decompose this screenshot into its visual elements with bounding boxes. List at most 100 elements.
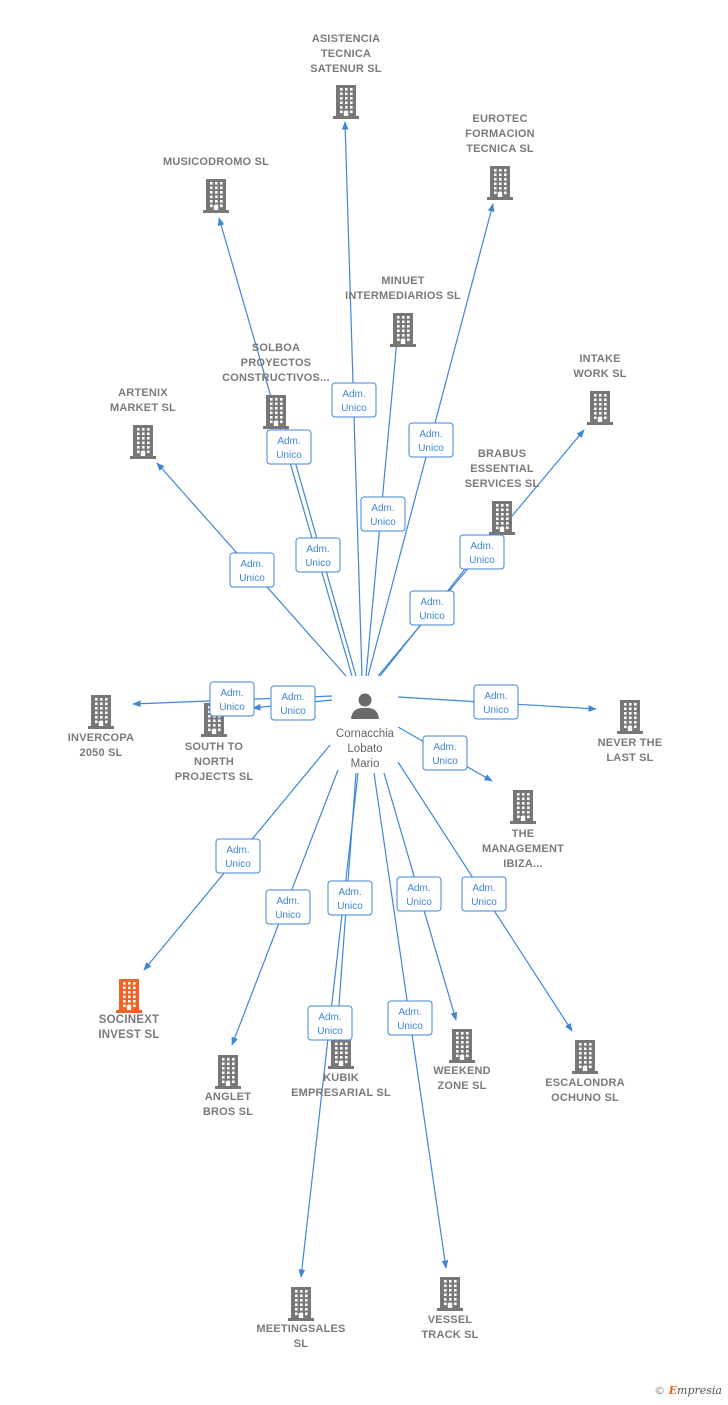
relation-badge-text: Unico	[418, 443, 444, 454]
company-label-line: MARKET SL	[110, 402, 176, 414]
company-label-line: SATENUR SL	[310, 63, 382, 75]
company-label-line: MINUET	[381, 275, 424, 287]
company-node-management[interactable]: THEMANAGEMENTIBIZA...	[482, 790, 564, 870]
relation-badge-asistencia[interactable]: Adm.Unico	[331, 382, 377, 418]
company-node-artenix[interactable]: ARTENIX MARKET SL	[110, 387, 176, 459]
building-icon	[617, 700, 643, 734]
company-label-line: TECNICA SL	[466, 143, 534, 155]
company-node-solboa[interactable]: SOLBOAPROYECTOSCONSTRUCTIVOS...	[222, 342, 330, 429]
company-node-asistencia[interactable]: ASISTENCIA TECNICA SATENUR SL	[310, 33, 382, 119]
relation-badge-text: Adm.	[306, 544, 329, 555]
relation-badge-text: Adm.	[277, 436, 300, 447]
relation-badge-text: Adm.	[342, 389, 365, 400]
company-node-weekend[interactable]: WEEKEND ZONE SL	[433, 1029, 491, 1092]
building-icon	[263, 395, 289, 429]
relation-badge-text: Adm.	[220, 688, 243, 699]
company-label-line: ASISTENCIA	[312, 33, 381, 45]
building-icon	[449, 1029, 475, 1063]
relation-badge-text: Unico	[397, 1021, 423, 1032]
relation-badge-text: Unico	[317, 1026, 343, 1037]
relation-badge-socinext[interactable]: Adm.Unico	[215, 838, 261, 874]
company-label-line: PROJECTS SL	[175, 771, 254, 783]
company-node-anglet[interactable]: ANGLET BROS SL	[203, 1055, 253, 1118]
building-icon	[116, 979, 142, 1013]
building-icon	[572, 1040, 598, 1074]
company-label-line: BROS SL	[203, 1106, 253, 1118]
company-label-line: MEETINGSALES	[256, 1323, 345, 1335]
relation-badge-text: Unico	[370, 517, 396, 528]
company-label-line: INVERCOPA	[68, 732, 134, 744]
company-label-line: ESCALONDRA	[545, 1077, 625, 1089]
company-label-line: TECNICA	[321, 48, 371, 60]
building-icon	[587, 391, 613, 425]
relation-badge-text: Unico	[337, 901, 363, 912]
person-name-line: Lobato	[347, 743, 382, 755]
company-label-line: KUBIK	[323, 1072, 359, 1084]
relation-badge-text: Unico	[225, 859, 251, 870]
relation-badge-solboa[interactable]: Adm. Unico	[266, 429, 312, 465]
copyright-symbol: ©	[654, 1384, 666, 1397]
relation-badge-brabus[interactable]: Adm.Unico	[459, 534, 505, 570]
relation-badge-management[interactable]: Adm.Unico	[422, 735, 468, 771]
company-node-invercopa[interactable]: INVERCOPA 2050 SL	[68, 695, 134, 759]
brand-initial: E	[668, 1384, 678, 1397]
company-label-line: SOLBOA	[252, 342, 300, 354]
relation-badge-text: Adm.	[420, 597, 443, 608]
brand-name: mpresia	[677, 1384, 722, 1397]
company-label-line: NORTH	[194, 756, 234, 768]
company-node-musicodromo[interactable]: MUSICODROMO SL	[163, 156, 269, 213]
relation-badge-eurotec[interactable]: Adm.Unico	[408, 422, 454, 458]
relation-badge-text: Unico	[469, 555, 495, 566]
brand-footer[interactable]: © Empresia	[654, 1384, 722, 1397]
building-icon	[390, 313, 416, 347]
building-icon	[288, 1287, 314, 1321]
relation-badge-musicodromo[interactable]: Adm.Unico	[295, 537, 341, 573]
relation-badge-artenix[interactable]: Adm.Unico	[229, 552, 275, 588]
relation-badge-southnorth[interactable]: Adm.Unico	[270, 685, 316, 721]
relation-badge-weekend[interactable]: Adm.Unico	[396, 876, 442, 912]
company-label-line: ARTENIX	[118, 387, 168, 399]
relation-badge-text: Unico	[471, 897, 497, 908]
relation-badge-text: Unico	[483, 705, 509, 716]
company-label-line: ANGLET	[205, 1091, 251, 1103]
relation-badge-text: Unico	[276, 450, 302, 461]
relation-badge-anglet[interactable]: Adm.Unico	[265, 889, 311, 925]
relation-badge-text: Unico	[219, 702, 245, 713]
relation-badge-kubik[interactable]: Adm.Unico	[327, 880, 373, 916]
company-label-line: ZONE SL	[437, 1080, 486, 1092]
company-label-line: CONSTRUCTIVOS...	[222, 372, 330, 384]
person-name-line: Mario	[351, 758, 380, 770]
relation-badge-escalondra[interactable]: Adm.Unico	[461, 876, 507, 912]
company-label-line: VESSEL	[428, 1314, 473, 1326]
relation-badge-neverlast[interactable]: Adm.Unico	[473, 684, 519, 720]
relation-badge-vessel[interactable]: Adm. Unico	[387, 1000, 433, 1036]
building-icon	[88, 695, 114, 729]
relation-badge-text: Adm.	[398, 1007, 421, 1018]
company-label-line: SOCINEXT	[99, 1014, 159, 1026]
building-icon	[437, 1277, 463, 1311]
relation-badge-intake[interactable]: Adm.Unico	[409, 590, 455, 626]
relation-badge-minuet[interactable]: Adm.Unico	[360, 496, 406, 532]
company-label-line: 2050 SL	[80, 747, 123, 759]
company-label-line: LAST SL	[606, 752, 653, 764]
company-label-line: WEEKEND	[433, 1065, 491, 1077]
company-label-line: WORK SL	[573, 368, 626, 380]
relation-badge-invercopa[interactable]: Adm. Unico	[209, 681, 255, 717]
person-icon	[351, 693, 379, 719]
relation-badge-meetingsales[interactable]: Adm.Unico	[307, 1005, 353, 1041]
nodes-layer: ASISTENCIA TECNICA SATENUR SL EUROTECFORMAC…	[68, 33, 663, 1350]
relation-badge-text: Unico	[280, 706, 306, 717]
